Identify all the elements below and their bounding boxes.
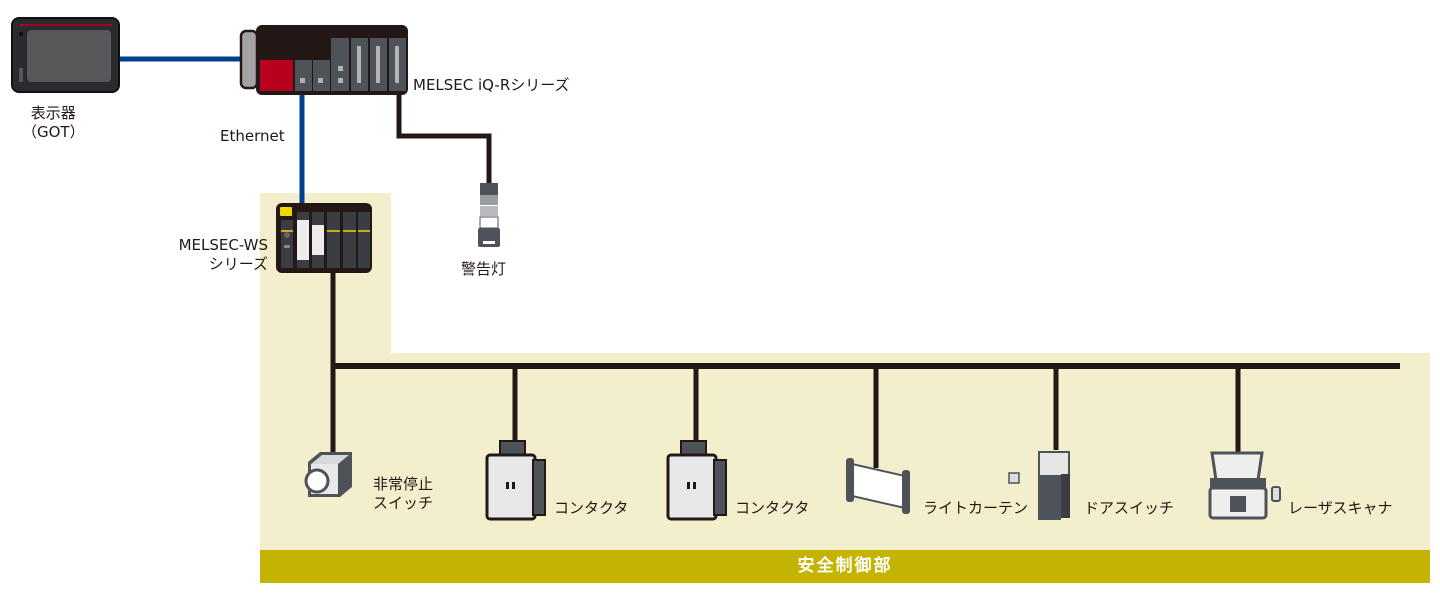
contactor-icon-2[interactable] <box>666 440 727 521</box>
ws-safety-controller-icon[interactable] <box>276 203 372 273</box>
laser-scanner-label: レーザスキャナ <box>1288 499 1393 517</box>
contactor-icon-1[interactable] <box>485 440 546 521</box>
warning-light-icon[interactable] <box>478 183 500 247</box>
got-label-line1: 表示器 <box>30 104 76 122</box>
ws-label: MELSEC-WS シリーズ <box>140 236 268 274</box>
warning-light-label: 警告灯 <box>461 260 507 278</box>
estop-label-line1: 非常停止 <box>373 475 434 493</box>
emergency-stop-icon[interactable] <box>304 452 352 497</box>
got-display-icon[interactable] <box>11 17 120 93</box>
bus-drops <box>512 366 1241 468</box>
iqr-label: MELSEC iQ-Rシリーズ <box>413 76 570 94</box>
got-label: 表示器 （GOT） <box>22 104 85 142</box>
ethernet-label: Ethernet <box>220 127 285 145</box>
iqr-plc-icon[interactable] <box>239 25 408 95</box>
laser-scanner-icon[interactable] <box>1208 451 1281 520</box>
ws-label-line1: MELSEC-WS <box>178 236 268 254</box>
contactor2-label: コンタクタ <box>735 499 810 517</box>
estop-label: 非常停止 スイッチ <box>373 475 433 513</box>
got-label-line2: （GOT） <box>22 123 85 141</box>
light-curtain-label: ライトカーテン <box>923 499 1029 517</box>
contactor1-label: コンタクタ <box>554 499 629 517</box>
ws-label-line2: シリーズ <box>208 255 268 273</box>
estop-label-line2: スイッチ <box>373 494 434 512</box>
door-switch-icon[interactable] <box>1008 451 1070 520</box>
cable-plc-warning-light <box>396 90 492 186</box>
door-switch-label: ドアスイッチ <box>1084 499 1175 517</box>
light-curtain-icon[interactable] <box>846 458 910 514</box>
safety-control-banner: 安全制御部 <box>260 550 1430 583</box>
safety-zone-background <box>260 193 1430 550</box>
